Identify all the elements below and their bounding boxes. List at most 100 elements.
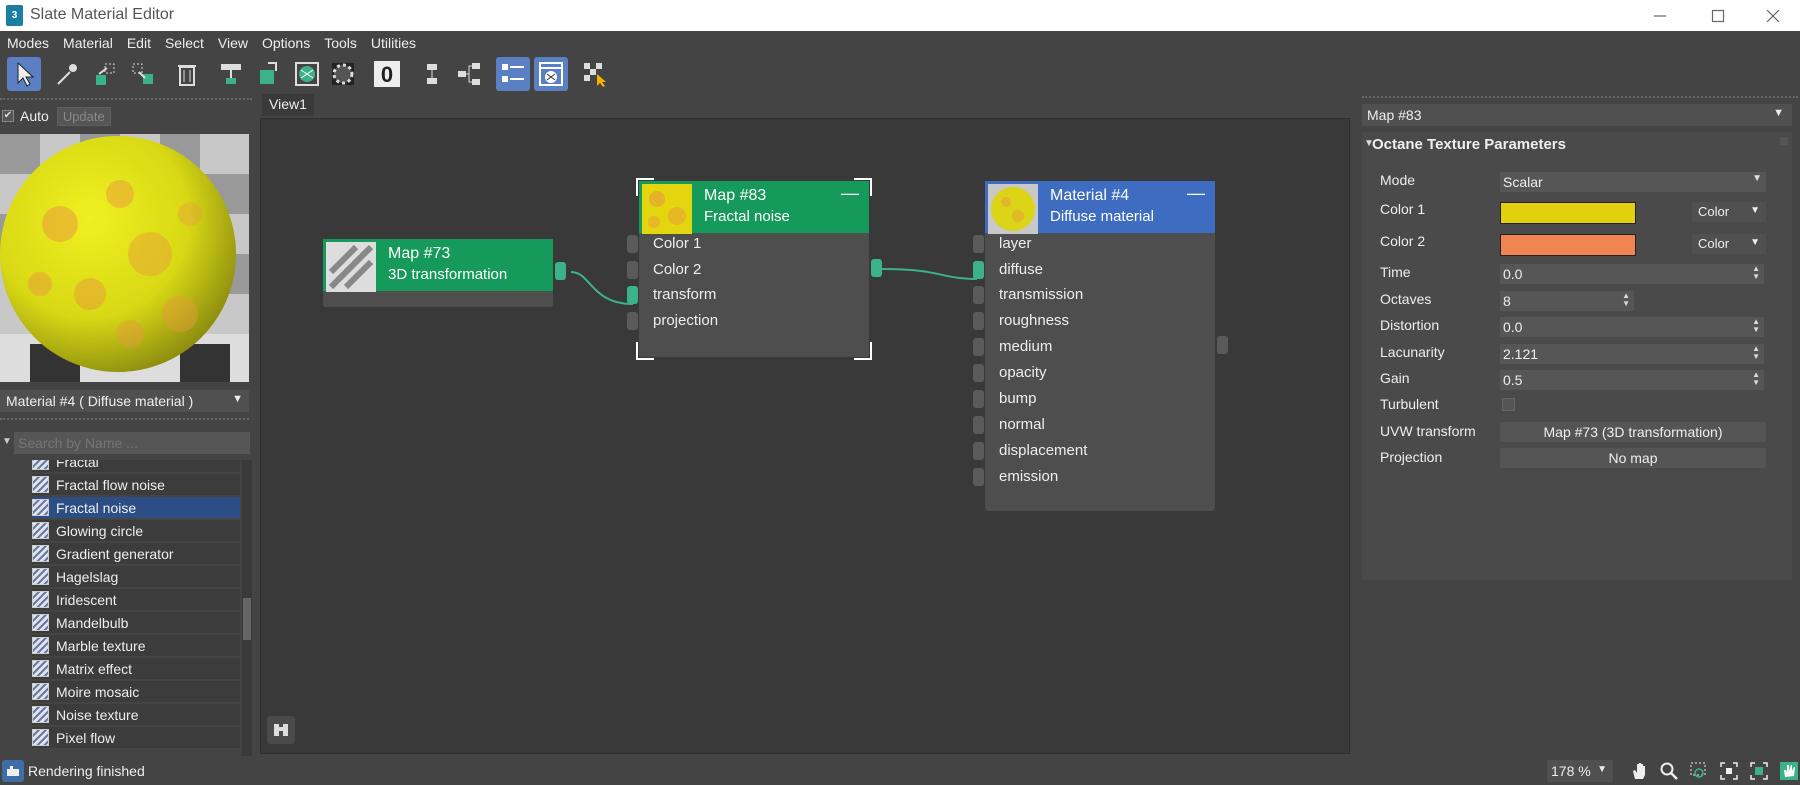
- list-item[interactable]: Fractal: [32, 460, 240, 473]
- node-material4[interactable]: Material #4 Diffuse material — layer dif…: [973, 181, 1228, 511]
- zoom-extents-selected-button[interactable]: [1748, 760, 1770, 782]
- menu-modes[interactable]: Modes: [7, 35, 50, 51]
- list-item[interactable]: Fractal flow noise: [32, 474, 240, 496]
- show-map-button[interactable]: [290, 57, 324, 91]
- minimize-button[interactable]: [1632, 0, 1687, 31]
- collapse-arrow-icon[interactable]: ▼: [1364, 138, 1374, 149]
- node-map83[interactable]: Map #83 Fractal noise — Color 1 Color 2 …: [627, 178, 882, 360]
- collapse-arrow-icon[interactable]: ▼: [2, 436, 12, 447]
- zoom-level-dropdown[interactable]: 178 %▼: [1547, 760, 1613, 782]
- tab-view1[interactable]: View1: [262, 94, 314, 116]
- distortion-spinner[interactable]: 0.0▲▼: [1500, 317, 1764, 337]
- assign-material-button[interactable]: [126, 57, 160, 91]
- output-socket[interactable]: [1217, 336, 1228, 354]
- pan-button[interactable]: [1628, 760, 1650, 782]
- color2-type-dropdown[interactable]: Color▼: [1692, 234, 1766, 254]
- input-socket[interactable]: [973, 312, 984, 330]
- zoom-extents-button[interactable]: [1718, 760, 1740, 782]
- color1-type-dropdown[interactable]: Color▼: [1692, 202, 1766, 222]
- time-spinner[interactable]: 0.0▲▼: [1500, 264, 1764, 284]
- layout-children-button[interactable]: [452, 57, 486, 91]
- auto-checkbox[interactable]: ✔: [2, 110, 14, 122]
- input-socket[interactable]: [973, 442, 984, 460]
- slot-displacement[interactable]: displacement: [999, 442, 1088, 459]
- scrollbar-thumb[interactable]: [243, 598, 251, 640]
- search-nodes-button[interactable]: [267, 716, 295, 744]
- maximize-button[interactable]: [1690, 0, 1745, 31]
- minimize-node-button[interactable]: —: [841, 183, 859, 203]
- show-background-button[interactable]: [326, 57, 360, 91]
- delete-button[interactable]: [170, 57, 204, 91]
- menu-material[interactable]: Material: [63, 35, 113, 51]
- node-map73[interactable]: Map #73 3D transformation: [323, 239, 566, 307]
- hide-unused-slots-button[interactable]: [253, 57, 287, 91]
- close-button[interactable]: [1745, 0, 1800, 31]
- spinner-arrows-icon[interactable]: ▲▼: [1752, 370, 1760, 387]
- background-in-preview-button[interactable]: 0: [370, 57, 404, 91]
- output-socket[interactable]: [555, 262, 566, 280]
- select-tool-button[interactable]: [7, 57, 41, 91]
- menu-edit[interactable]: Edit: [126, 35, 151, 51]
- search-input[interactable]: [14, 432, 250, 454]
- slot-normal[interactable]: normal: [999, 416, 1045, 433]
- layout-all-button[interactable]: [416, 57, 450, 91]
- input-socket[interactable]: [627, 235, 638, 253]
- slot-projection[interactable]: projection: [653, 312, 719, 329]
- list-item[interactable]: Matrix effect: [32, 658, 240, 680]
- lacunarity-spinner[interactable]: 2.121▲▼: [1500, 344, 1764, 364]
- zoom-region-button[interactable]: [1688, 760, 1710, 782]
- move-children-button[interactable]: [215, 57, 249, 91]
- list-item[interactable]: Marble texture: [32, 635, 240, 657]
- parameter-editor-button[interactable]: [534, 57, 568, 91]
- input-socket-connected[interactable]: [627, 286, 638, 304]
- list-item[interactable]: Noise texture: [32, 704, 240, 726]
- turbulent-checkbox[interactable]: [1502, 398, 1515, 411]
- slot-roughness[interactable]: roughness: [999, 312, 1070, 329]
- rollout-pin-icon[interactable]: [1780, 137, 1788, 145]
- update-button[interactable]: Update: [56, 106, 111, 126]
- input-socket[interactable]: [973, 390, 984, 408]
- output-socket[interactable]: [871, 259, 882, 277]
- spinner-arrows-icon[interactable]: ▲▼: [1752, 344, 1760, 361]
- slot-emission[interactable]: emission: [999, 468, 1059, 485]
- input-socket[interactable]: [973, 338, 984, 356]
- input-socket[interactable]: [627, 261, 638, 279]
- map-name-dropdown[interactable]: Map #83 ▼: [1362, 104, 1792, 126]
- slot-layer[interactable]: layer: [999, 235, 1032, 252]
- color2-swatch[interactable]: [1500, 234, 1636, 256]
- slot-opacity[interactable]: opacity: [999, 364, 1047, 381]
- slot-medium[interactable]: medium: [999, 338, 1053, 355]
- input-socket[interactable]: [973, 416, 984, 434]
- color1-swatch[interactable]: [1500, 202, 1636, 224]
- input-socket[interactable]: [973, 364, 984, 382]
- material-map-browser-button[interactable]: [496, 57, 530, 91]
- slot-transform[interactable]: transform: [653, 286, 717, 303]
- list-item[interactable]: Pixel flow: [32, 727, 240, 749]
- minimize-node-button[interactable]: —: [1187, 183, 1205, 203]
- list-item-selected[interactable]: Fractal noise: [32, 497, 240, 519]
- list-item[interactable]: Moire mosaic: [32, 681, 240, 703]
- input-socket[interactable]: [973, 468, 984, 486]
- select-by-material-button[interactable]: [578, 57, 612, 91]
- list-item[interactable]: Iridescent: [32, 589, 240, 611]
- material-selector-dropdown[interactable]: Material #4 ( Diffuse material ) ▼: [0, 390, 249, 412]
- zoom-button[interactable]: [1658, 760, 1680, 782]
- put-to-library-button[interactable]: [88, 57, 122, 91]
- menu-utilities[interactable]: Utilities: [370, 35, 417, 51]
- uvw-transform-map-button[interactable]: Map #73 (3D transformation): [1500, 422, 1766, 442]
- slot-color2[interactable]: Color 2: [653, 261, 702, 278]
- spinner-arrows-icon[interactable]: ▲▼: [1622, 291, 1630, 308]
- list-item[interactable]: Mandelbulb: [32, 612, 240, 634]
- octaves-spinner[interactable]: 8▲▼: [1500, 291, 1634, 311]
- node-view[interactable]: Map #73 3D transformation Map #83 Fracta…: [260, 118, 1350, 754]
- map-list-scrollbar[interactable]: [242, 460, 252, 756]
- pick-material-button[interactable]: [50, 57, 84, 91]
- list-item[interactable]: Hagelslag: [32, 566, 240, 588]
- menu-options[interactable]: Options: [261, 35, 311, 51]
- gain-spinner[interactable]: 0.5▲▼: [1500, 370, 1764, 390]
- list-item[interactable]: Gradient generator: [32, 543, 240, 565]
- slot-bump[interactable]: bump: [999, 390, 1037, 407]
- maximize-view-button[interactable]: [1778, 760, 1800, 782]
- input-socket-connected[interactable]: [973, 261, 984, 279]
- menu-select[interactable]: Select: [164, 35, 204, 51]
